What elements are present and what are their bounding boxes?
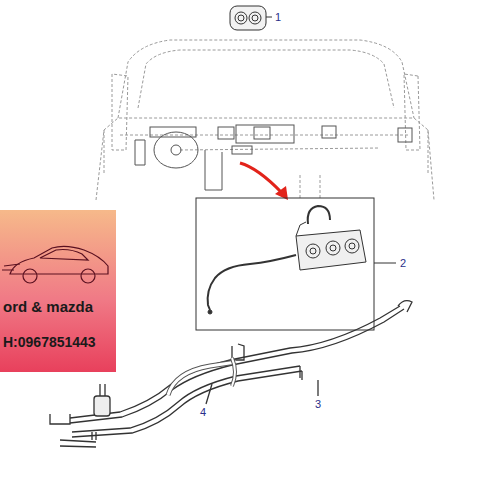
- rear-control-panel: [230, 6, 272, 30]
- callout-number: 4: [200, 407, 206, 418]
- callout-number: 3: [315, 399, 321, 410]
- watermark-brand: ord & mazda: [3, 298, 93, 315]
- van-cabin-outline: [96, 40, 434, 200]
- heater-control-panel: [208, 206, 366, 314]
- watermark-phone: H:0967851443: [3, 334, 96, 350]
- dashboard: [135, 125, 412, 190]
- callout-number: 1: [275, 12, 281, 23]
- watermark-box: ord & mazdaH:0967851443: [0, 210, 116, 372]
- detail-frame: [196, 198, 374, 330]
- car-logo: [0, 230, 116, 290]
- callout-number: 2: [400, 258, 406, 269]
- pointer-arrow: [240, 163, 282, 193]
- leader-line: [374, 263, 396, 264]
